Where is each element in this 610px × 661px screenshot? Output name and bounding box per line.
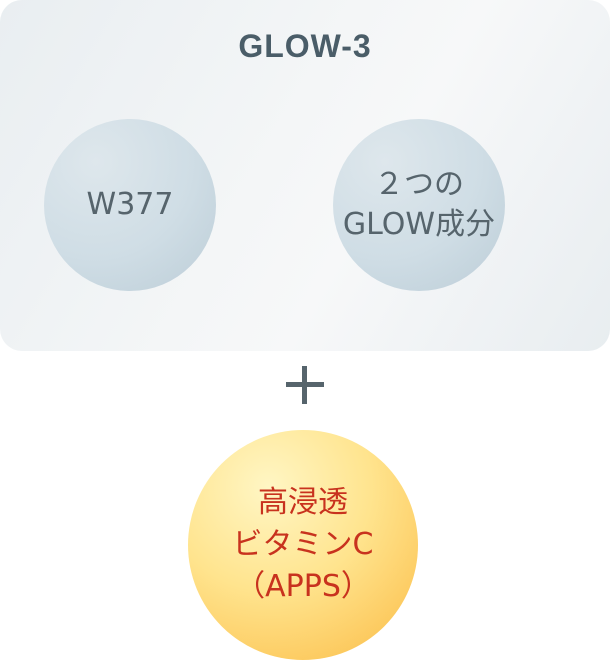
vitamin-c-line2: ビタミンC (232, 527, 374, 562)
vitamin-c-circle: 高浸透 ビタミンC （APPS） (188, 430, 418, 660)
plus-vertical-bar (302, 366, 307, 404)
panel-title: GLOW-3 (238, 28, 372, 64)
plus-icon (286, 366, 324, 404)
w377-circle: W377 (44, 119, 216, 291)
glow-ingredients-circle: ２つの GLOW成分 (333, 119, 505, 291)
w377-label: W377 (86, 187, 174, 222)
vitamin-c-line1: 高浸透 (258, 485, 348, 520)
vitamin-c-line3: （APPS） (235, 569, 371, 604)
glow-ingredients-line2: GLOW成分 (342, 207, 496, 242)
glow-ingredients-line1: ２つの (374, 167, 464, 202)
glow3-panel: GLOW-3 W377 ２つの GLOW成分 (0, 0, 610, 351)
